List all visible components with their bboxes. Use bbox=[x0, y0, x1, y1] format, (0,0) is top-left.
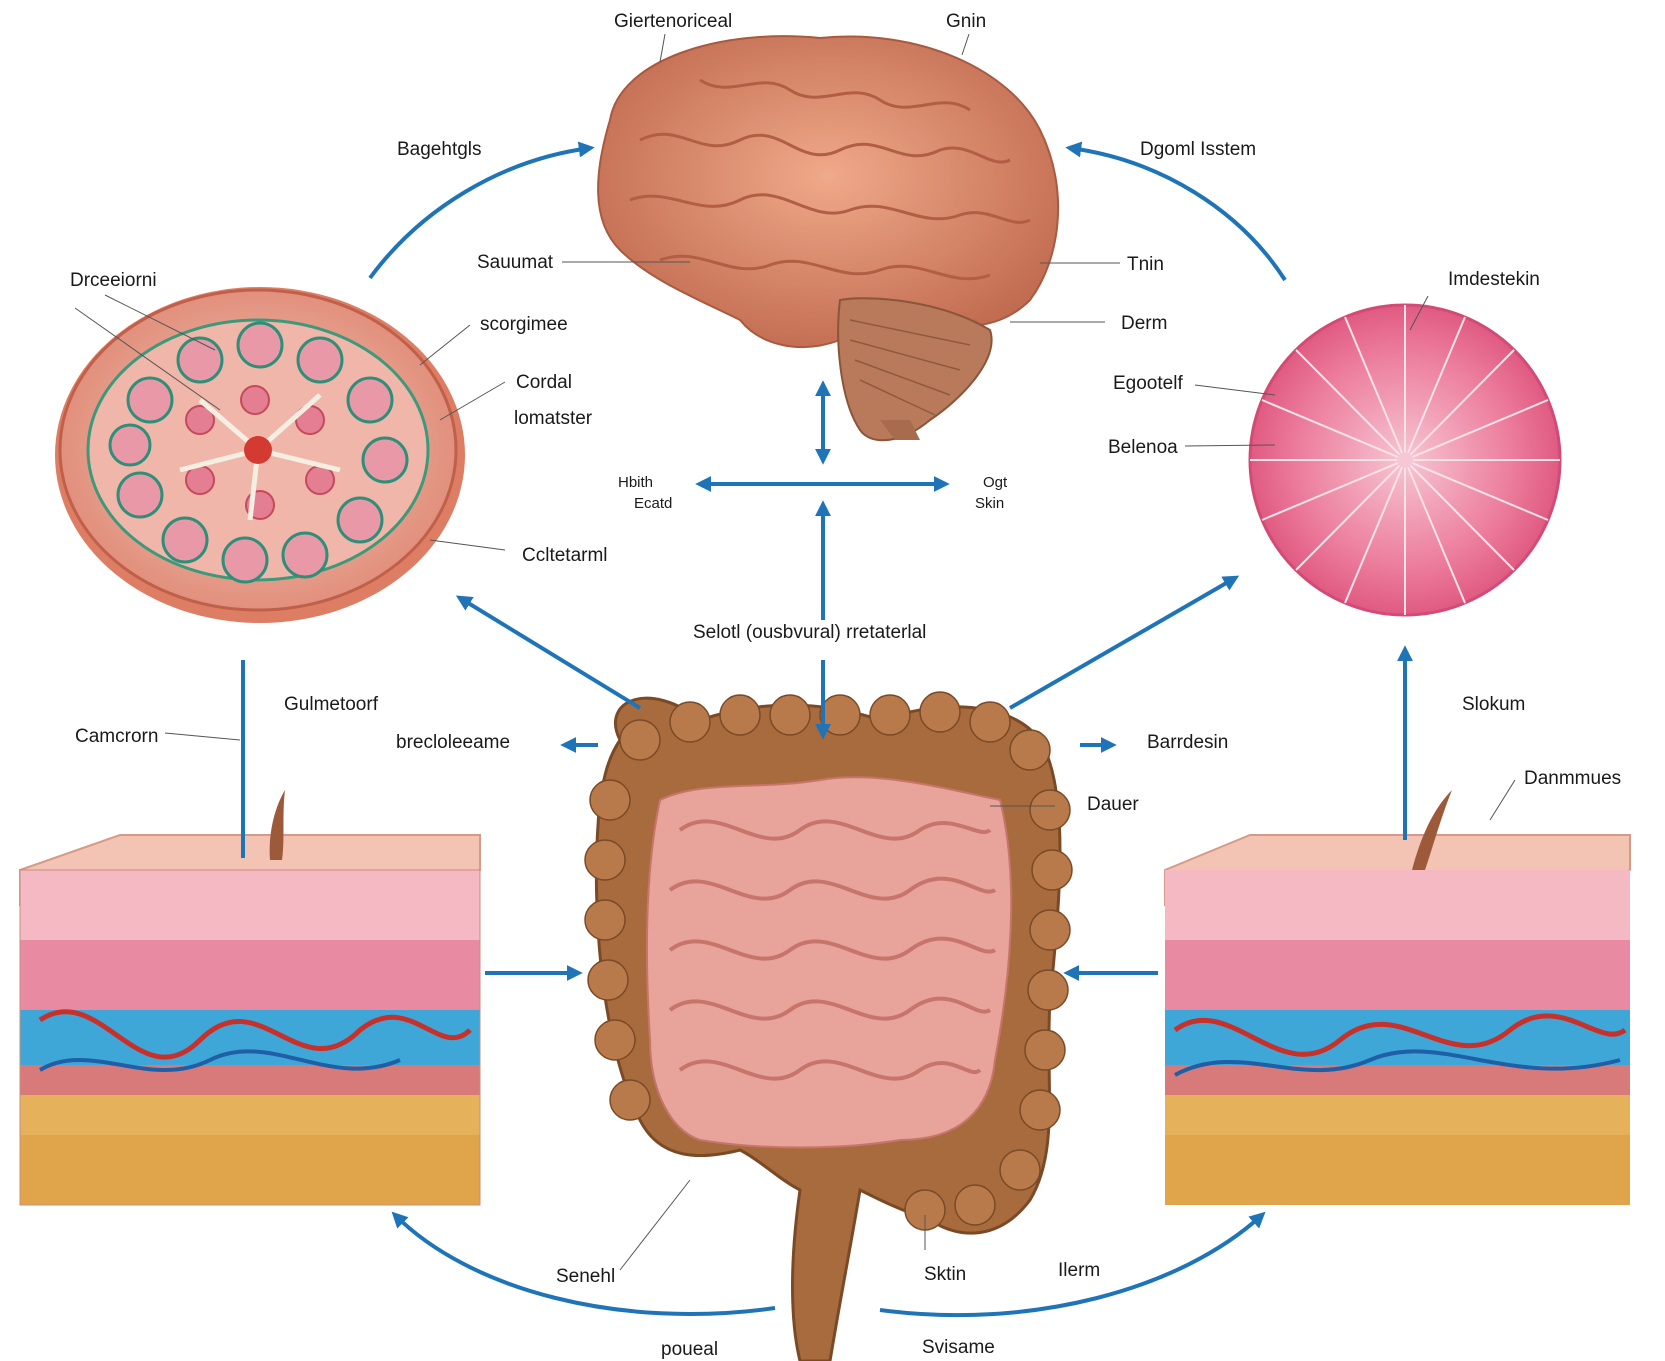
label-left-disc-3: lomatster bbox=[514, 408, 593, 429]
label-center-right-2: Skin bbox=[975, 495, 1004, 512]
label-left-disc-1: scorgimee bbox=[480, 314, 568, 335]
label-left-skin-top: Gulmetoorf bbox=[284, 694, 379, 715]
arrow-right-disc-to-brain bbox=[1070, 148, 1285, 280]
label-brain-left: Sauumat bbox=[477, 252, 554, 273]
label-left-disc-4: Ccltetarml bbox=[522, 545, 608, 566]
label-bottom-right: Ilerm bbox=[1058, 1260, 1100, 1281]
label-arrow-top-right: Dgoml Isstem bbox=[1140, 139, 1256, 160]
intestine-illustration bbox=[585, 692, 1072, 1361]
label-intestine-right: Barrdesin bbox=[1147, 732, 1228, 753]
label-right-skin: Danmmues bbox=[1524, 768, 1621, 789]
arrow-intestine-to-left-disc bbox=[460, 598, 640, 708]
label-left-disc-title: Drceeiorni bbox=[70, 270, 157, 291]
label-brain-right-2: Derm bbox=[1121, 313, 1167, 334]
label-center-right-1: Ogt bbox=[983, 474, 1008, 491]
label-right-disc-1: Egootelf bbox=[1113, 373, 1183, 394]
label-bottom-center: Sktin bbox=[924, 1264, 966, 1285]
arrow-bottom-left bbox=[395, 1215, 775, 1314]
label-brain-right-1: Tnin bbox=[1127, 254, 1164, 275]
label-left-skin-side: Camcrorn bbox=[75, 726, 158, 747]
left-skin-block bbox=[20, 790, 480, 1205]
label-brain-top-right: Gnin bbox=[946, 11, 986, 32]
label-intestine-right-2: Dauer bbox=[1087, 794, 1139, 815]
brain-illustration bbox=[598, 36, 1058, 440]
label-right-disc-title: Imdestekin bbox=[1448, 269, 1540, 290]
label-intestine-left: brecloleeame bbox=[396, 732, 510, 753]
label-arrow-top-left: Bagehtgls bbox=[397, 139, 482, 160]
label-right-arrow: Slokum bbox=[1462, 694, 1525, 715]
label-right-disc-2: Belenoa bbox=[1108, 437, 1178, 458]
label-left-disc-2: Cordal bbox=[516, 372, 572, 393]
right-skin-block bbox=[1165, 790, 1630, 1205]
label-bottom-caption-right: Svisame bbox=[922, 1337, 995, 1358]
label-center-left-1: Hbith bbox=[618, 474, 653, 491]
right-pink-disc bbox=[1250, 305, 1560, 615]
label-center-caption: Selotl (ousbvural) rretaterlal bbox=[693, 622, 926, 643]
label-bottom-caption-left: poueal bbox=[661, 1339, 718, 1360]
label-bottom-left: Senehl bbox=[556, 1266, 615, 1287]
label-brain-top-left: Giertenoriceal bbox=[614, 11, 732, 32]
label-center-left-2: Ecatd bbox=[634, 495, 672, 512]
arrow-intestine-to-right-disc bbox=[1010, 578, 1235, 708]
